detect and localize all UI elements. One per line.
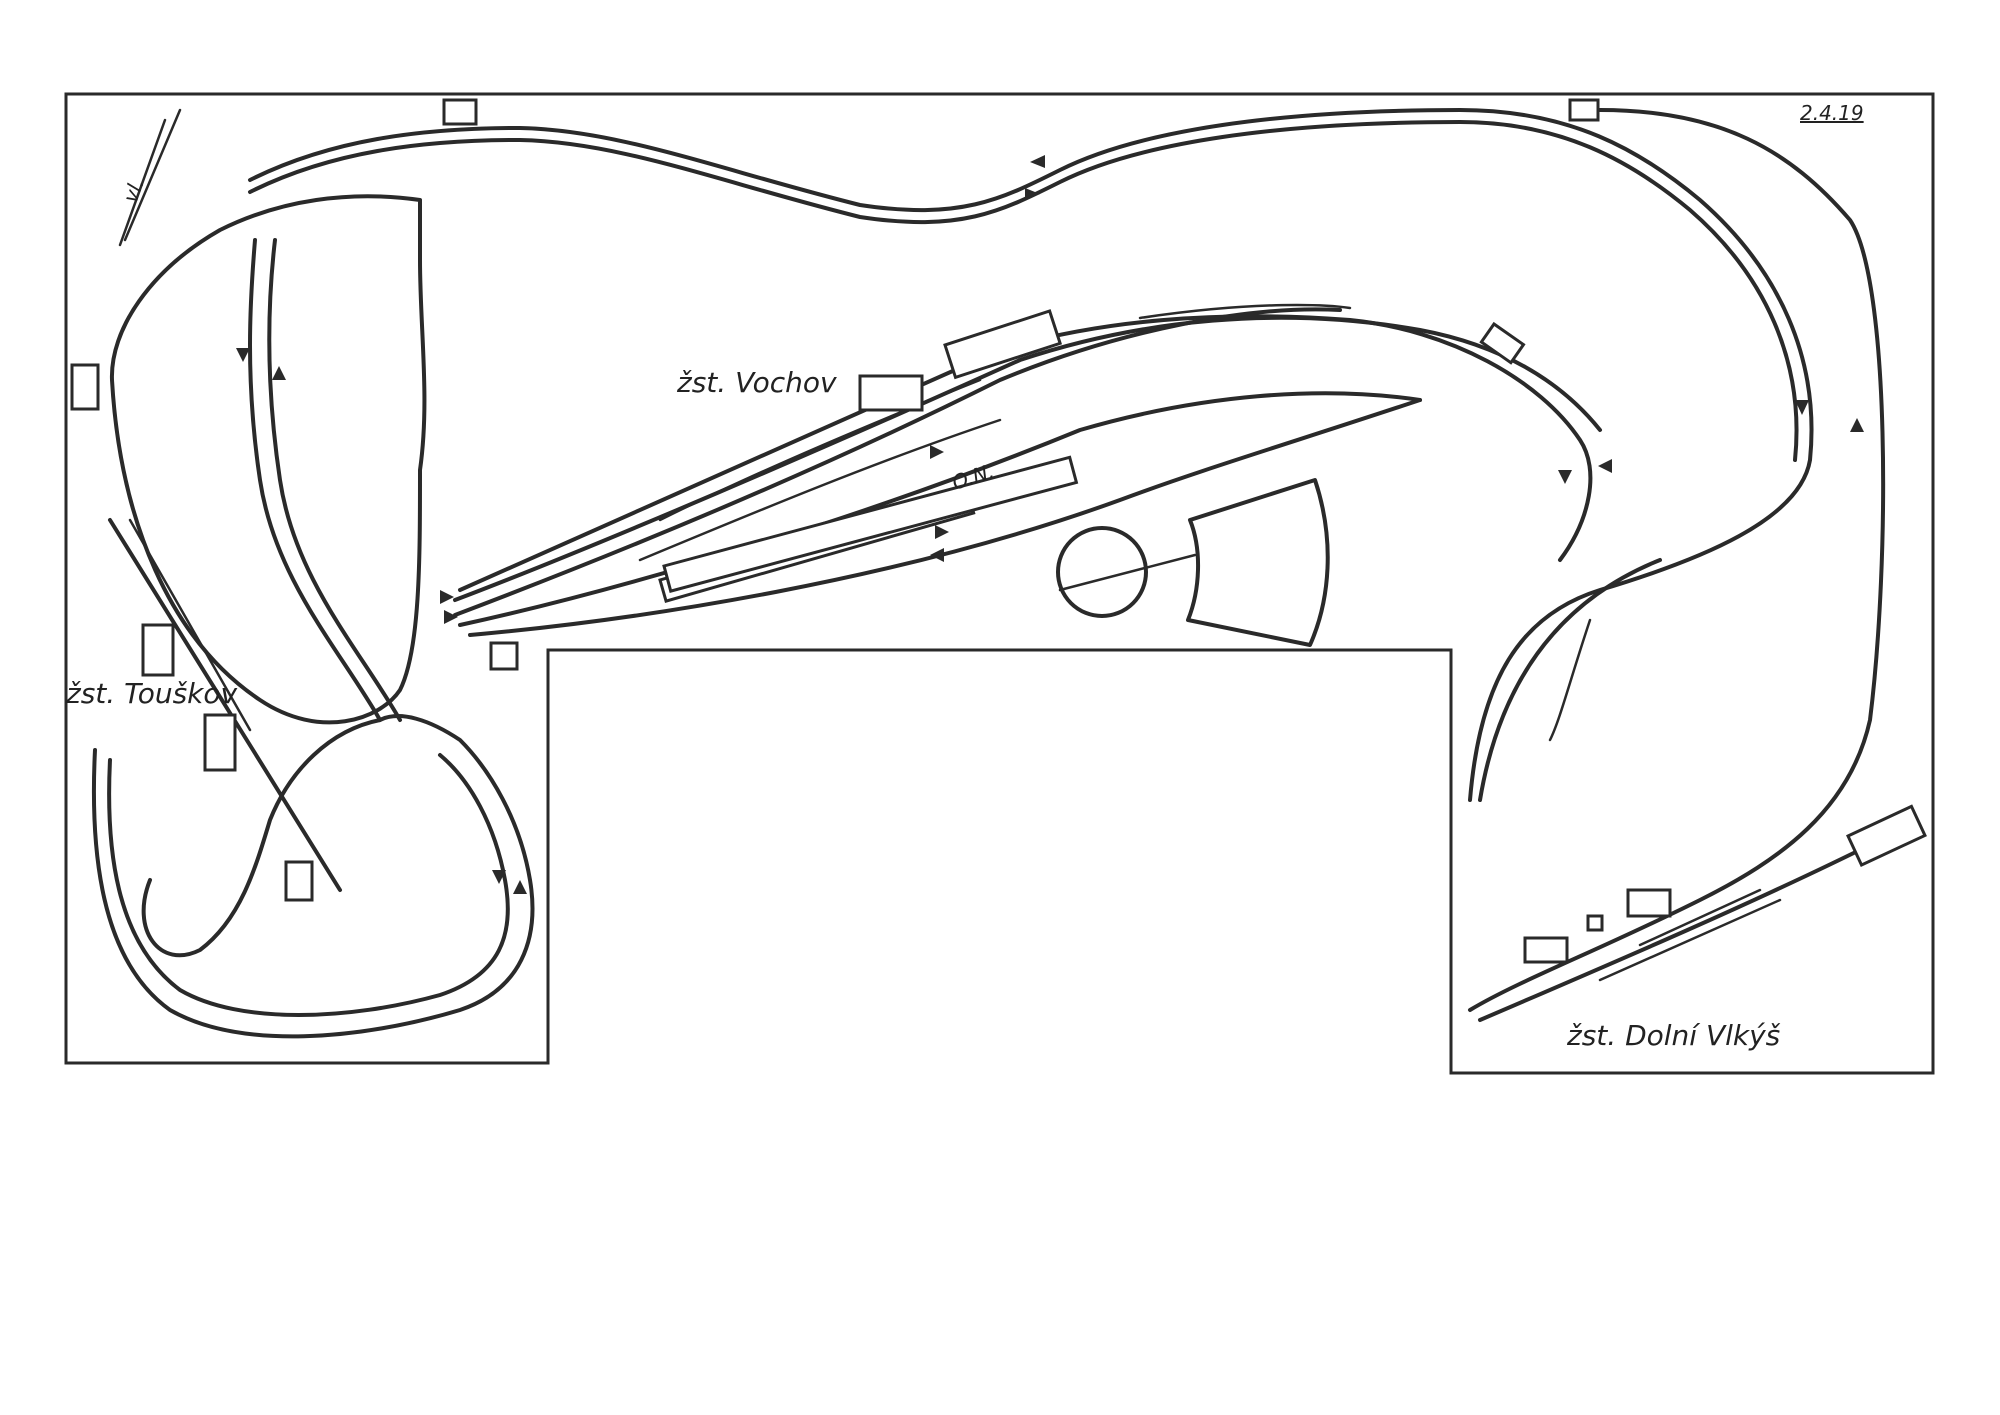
direction-arrow <box>440 590 454 604</box>
touskov-box <box>284 860 314 902</box>
direction-arrow <box>444 610 458 624</box>
direction-arrow <box>513 880 527 894</box>
direction-arrow <box>1850 418 1864 432</box>
left-figure8-outer <box>109 194 427 725</box>
yard-track-5 <box>468 398 1422 637</box>
left-lower-loop-inner <box>107 753 510 1017</box>
direction-arrow <box>272 366 286 380</box>
left-ascent-track <box>267 238 402 722</box>
direction-arrow <box>492 870 506 884</box>
yard-track-1 <box>453 307 1342 617</box>
main-line-upper <box>248 108 1814 802</box>
yard-siding-2 <box>638 418 1002 562</box>
direction-arrow <box>930 445 944 459</box>
vlkys-platform-marker <box>1586 914 1604 932</box>
vlkys-siding-2 <box>1638 888 1762 947</box>
station-label-vochov: žst. Vochov <box>676 366 837 399</box>
station-label-dolni-vlkys: žst. Dolní Vlkýš <box>1566 1019 1781 1052</box>
vlkys-main <box>1478 838 1882 1022</box>
station-label-touskov: žst. Touškov <box>65 677 238 710</box>
yard-box <box>489 641 519 671</box>
vlkys-shed <box>1523 936 1569 964</box>
main-line-upper-inner <box>248 120 1799 462</box>
direction-arrow <box>236 348 250 362</box>
date-mark: 2.4.19 <box>1800 101 1864 125</box>
vochov-warehouse <box>943 309 1063 380</box>
left-inner-loop <box>141 718 382 958</box>
touskov-goods <box>141 623 175 677</box>
direction-arrow <box>1025 188 1040 200</box>
vochov-yard <box>453 303 1602 637</box>
touskov-stub <box>118 118 167 247</box>
yard-track-3 <box>458 391 1422 627</box>
yard-track-2 <box>453 315 1602 602</box>
left-descent-track <box>248 238 382 722</box>
yard-track-4 <box>458 314 1593 592</box>
yard-siding-1 <box>658 378 982 522</box>
direction-arrow <box>935 525 949 539</box>
right-outer-loop <box>1468 108 1886 1012</box>
yard-siding-top <box>1138 303 1352 320</box>
vlkys-goods <box>1626 888 1672 918</box>
top-shed-right <box>1568 98 1600 122</box>
turntable <box>1056 526 1148 618</box>
touskov-loader <box>203 713 237 772</box>
turntable-lead <box>1058 553 1197 592</box>
vochov-platform-lower <box>662 455 1079 593</box>
touskov-main <box>108 518 342 892</box>
touskov-shed <box>70 363 100 411</box>
vochov-station-building <box>858 374 924 412</box>
direction-arrow <box>1795 400 1809 415</box>
vlkys-stub <box>1548 618 1592 742</box>
vlkys-building <box>1846 804 1927 867</box>
direction-arrow <box>1030 155 1045 168</box>
touskov-siding <box>128 518 252 732</box>
vlkys-curve <box>1478 558 1662 802</box>
direction-arrow <box>1558 470 1572 484</box>
top-shed-left <box>442 98 478 126</box>
baseboard-outline <box>64 92 1935 1075</box>
touskov-branch <box>123 108 182 242</box>
vlkys-siding-1 <box>1598 898 1782 982</box>
roundhouse <box>1186 478 1330 647</box>
direction-arrow <box>1598 459 1612 473</box>
vochov-shed <box>1479 321 1526 365</box>
direction-arrow <box>930 548 944 562</box>
left-lower-loop <box>91 714 535 1039</box>
